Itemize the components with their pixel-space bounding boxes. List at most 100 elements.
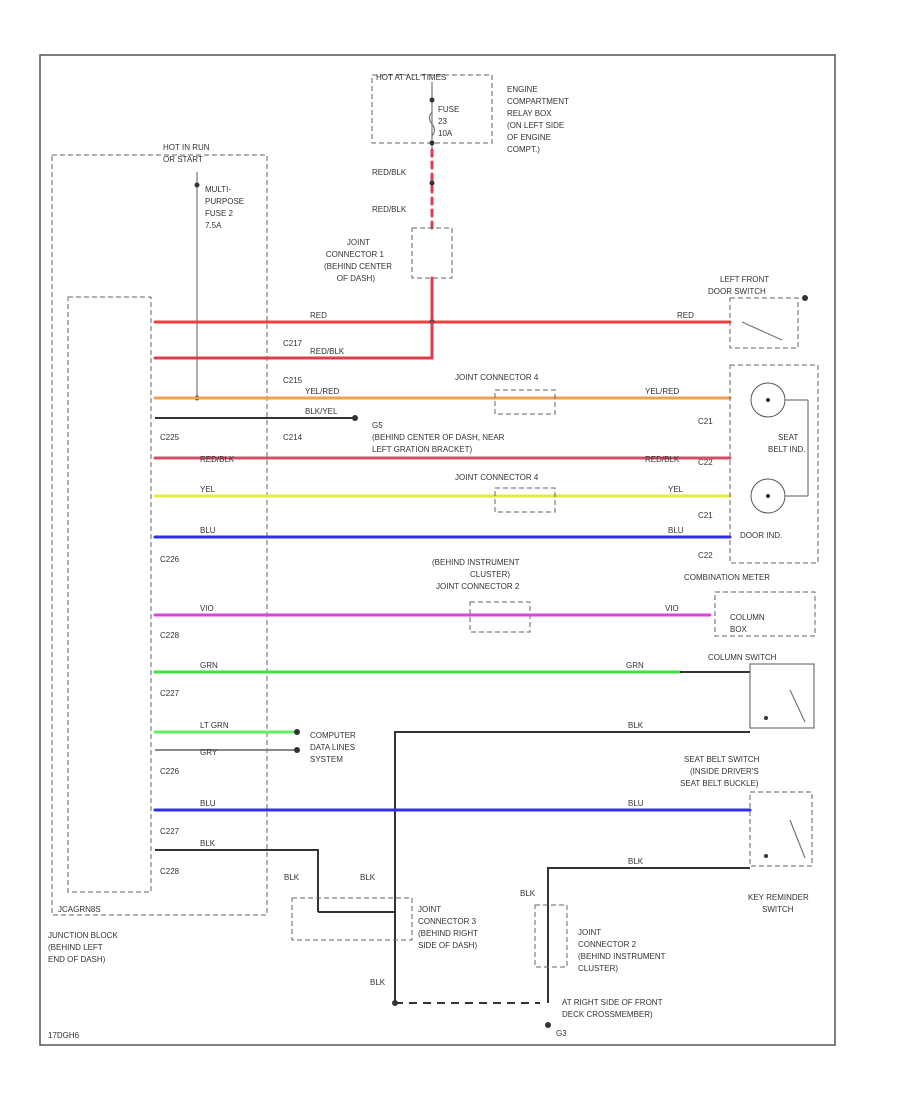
fuse-label: FUSE [438,105,459,114]
column-switch-arm [789,689,806,723]
svg-text:SEAT BELT BUCKLE): SEAT BELT BUCKLE) [680,779,759,788]
blk-right-label-1: BLK [628,721,644,730]
hot-in-run-label: HOT IN RUN OR START [163,143,210,164]
junction-inner-label: JCAGRN8S [58,905,101,914]
c226b-label: C226 [160,767,180,776]
svg-text:SIDE OF DASH): SIDE OF DASH) [418,941,477,950]
svg-text:CLUSTER): CLUSTER) [470,570,510,579]
svg-text:JOINT CONNECTOR 2: JOINT CONNECTOR 2 [436,582,520,591]
blk-yel-label: BLK/YEL [305,407,338,416]
c21-label-1: C21 [698,417,713,426]
svg-text:SWITCH: SWITCH [762,905,794,914]
left-front-door-switch-box [729,297,799,349]
svg-text:COMPT.): COMPT.) [507,145,540,154]
joint-connector-3-label: JOINT CONNECTOR 3 (BEHIND RIGHT SIDE OF … [418,905,478,950]
svg-text:OF DASH): OF DASH) [337,274,376,283]
c227b-label: C227 [160,827,180,836]
grn-right: GRN [626,661,644,670]
pin-red-left: RED [310,311,327,320]
junction-block-inner [67,296,152,893]
seat-belt-switch-box [749,791,813,867]
c225-label: C225 [160,433,180,442]
svg-text:JUNCTION BLOCK: JUNCTION BLOCK [48,931,118,940]
svg-text:G5: G5 [372,421,383,430]
svg-text:CLUSTER): CLUSTER) [578,964,618,973]
joint-connector-2b-box [534,904,568,968]
wire-splice-1 [429,180,435,186]
c215-label: C215 [283,376,303,385]
svg-text:(ON LEFT SIDE: (ON LEFT SIDE [507,121,564,130]
engine-relay-label: ENGINE COMPARTMENT RELAY BOX (ON LEFT SI… [507,85,569,154]
svg-text:DECK CROSSMEMBER): DECK CROSSMEMBER) [562,1010,653,1019]
seat-belt-switch-contact [764,854,768,858]
c227-label: C227 [160,689,180,698]
multi-purpose-fuse-label: MULTI- PURPOSE FUSE 2 7.5A [205,185,244,230]
blk-label-b: BLK [360,873,376,882]
red-blk-label-4: RED/BLK [200,455,235,464]
joint-connector-1-label: JOINT CONNECTOR 1 (BEHIND CENTER OF DASH… [324,238,392,283]
blk-wire-key-reminder [547,867,750,1003]
svg-text:LEFT GRATION BRACKET): LEFT GRATION BRACKET) [372,445,472,454]
red-blk-label-5: RED/BLK [645,455,680,464]
svg-text:CONNECTOR 3: CONNECTOR 3 [418,917,477,926]
fuse-terminal-bottom [429,140,435,146]
diagram-frame [39,54,836,1046]
svg-text:DATA LINES: DATA LINES [310,743,355,752]
joint-connector-2b-label: JOINT CONNECTOR 2 (BEHIND INSTRUMENT CLU… [578,928,666,973]
fuse-rating: 10A [438,129,453,138]
blk-label-c: BLK [520,889,536,898]
red-blk-label-2: RED/BLK [372,205,407,214]
column-switch-box [749,663,815,729]
joint-connector-2-box [469,601,531,633]
hot-at-all-times-label: HOT AT ALL TIMES [376,73,446,82]
ground-dot [545,1022,551,1028]
g3-label: G3 [556,1029,567,1038]
blu-right-2: BLU [628,799,644,808]
svg-text:COMPARTMENT: COMPARTMENT [507,97,569,106]
joint-connector-1-box [411,227,453,279]
svg-text:RELAY BOX: RELAY BOX [507,109,552,118]
svg-text:JOINT: JOINT [418,905,441,914]
junction-block-outer [51,154,268,916]
column-switch-label: COLUMN SWITCH [708,653,777,662]
c22-label-1: C22 [698,458,713,467]
joint-connector-3-box [291,897,413,941]
svg-text:SEAT: SEAT [778,433,798,442]
g5-ground-dot [352,415,358,421]
seat-belt-ind-label: SEAT BELT IND. [768,433,806,454]
column-box-label: COLUMN BOX [730,613,765,634]
door-ind-label: DOOR IND. [740,531,782,540]
svg-text:SYSTEM: SYSTEM [310,755,343,764]
blu-left: BLU [200,526,216,535]
svg-text:CONNECTOR 2: CONNECTOR 2 [578,940,637,949]
fuse-number: 23 [438,117,447,126]
svg-text:BOX: BOX [730,625,748,634]
combination-meter-label: COMBINATION METER [684,573,770,582]
multi-fuse-terminal [194,182,200,188]
svg-text:DOOR SWITCH: DOOR SWITCH [708,287,766,296]
computer-data-label: COMPUTER DATA LINES SYSTEM [310,731,356,764]
diagram-code: 17DGH6 [48,1031,80,1040]
seat-belt-switch-arm [789,819,806,859]
lt-grn-data-dot [294,729,300,735]
blk-left-label-2: BLK [200,839,216,848]
svg-text:(BEHIND LEFT: (BEHIND LEFT [48,943,103,952]
svg-text:ENGINE: ENGINE [507,85,538,94]
column-switch-contact [764,716,768,720]
gry-label: GRY [200,748,218,757]
yel-right: YEL [668,485,684,494]
svg-text:LEFT FRONT: LEFT FRONT [720,275,769,284]
seat-belt-indicator-center [766,398,770,402]
grn-left: GRN [200,661,218,670]
junction-block-label: JUNCTION BLOCK (BEHIND LEFT END OF DASH) [48,931,118,964]
joint-connector-4b-label: JOINT CONNECTOR 4 [455,473,539,482]
blk-label-a: BLK [284,873,300,882]
behind-instrument-label: (BEHIND INSTRUMENT CLUSTER) JOINT CONNEC… [432,558,520,591]
yel-red-left: YEL/RED [305,387,339,396]
ground-label: AT RIGHT SIDE OF FRONT DECK CROSSMEMBER) [562,998,663,1019]
c21-label-2: C21 [698,511,713,520]
c217-label: C217 [283,339,303,348]
blk-label-d: BLK [370,978,386,987]
svg-text:COMPUTER: COMPUTER [310,731,356,740]
red-blk-label-1: RED/BLK [372,168,407,177]
